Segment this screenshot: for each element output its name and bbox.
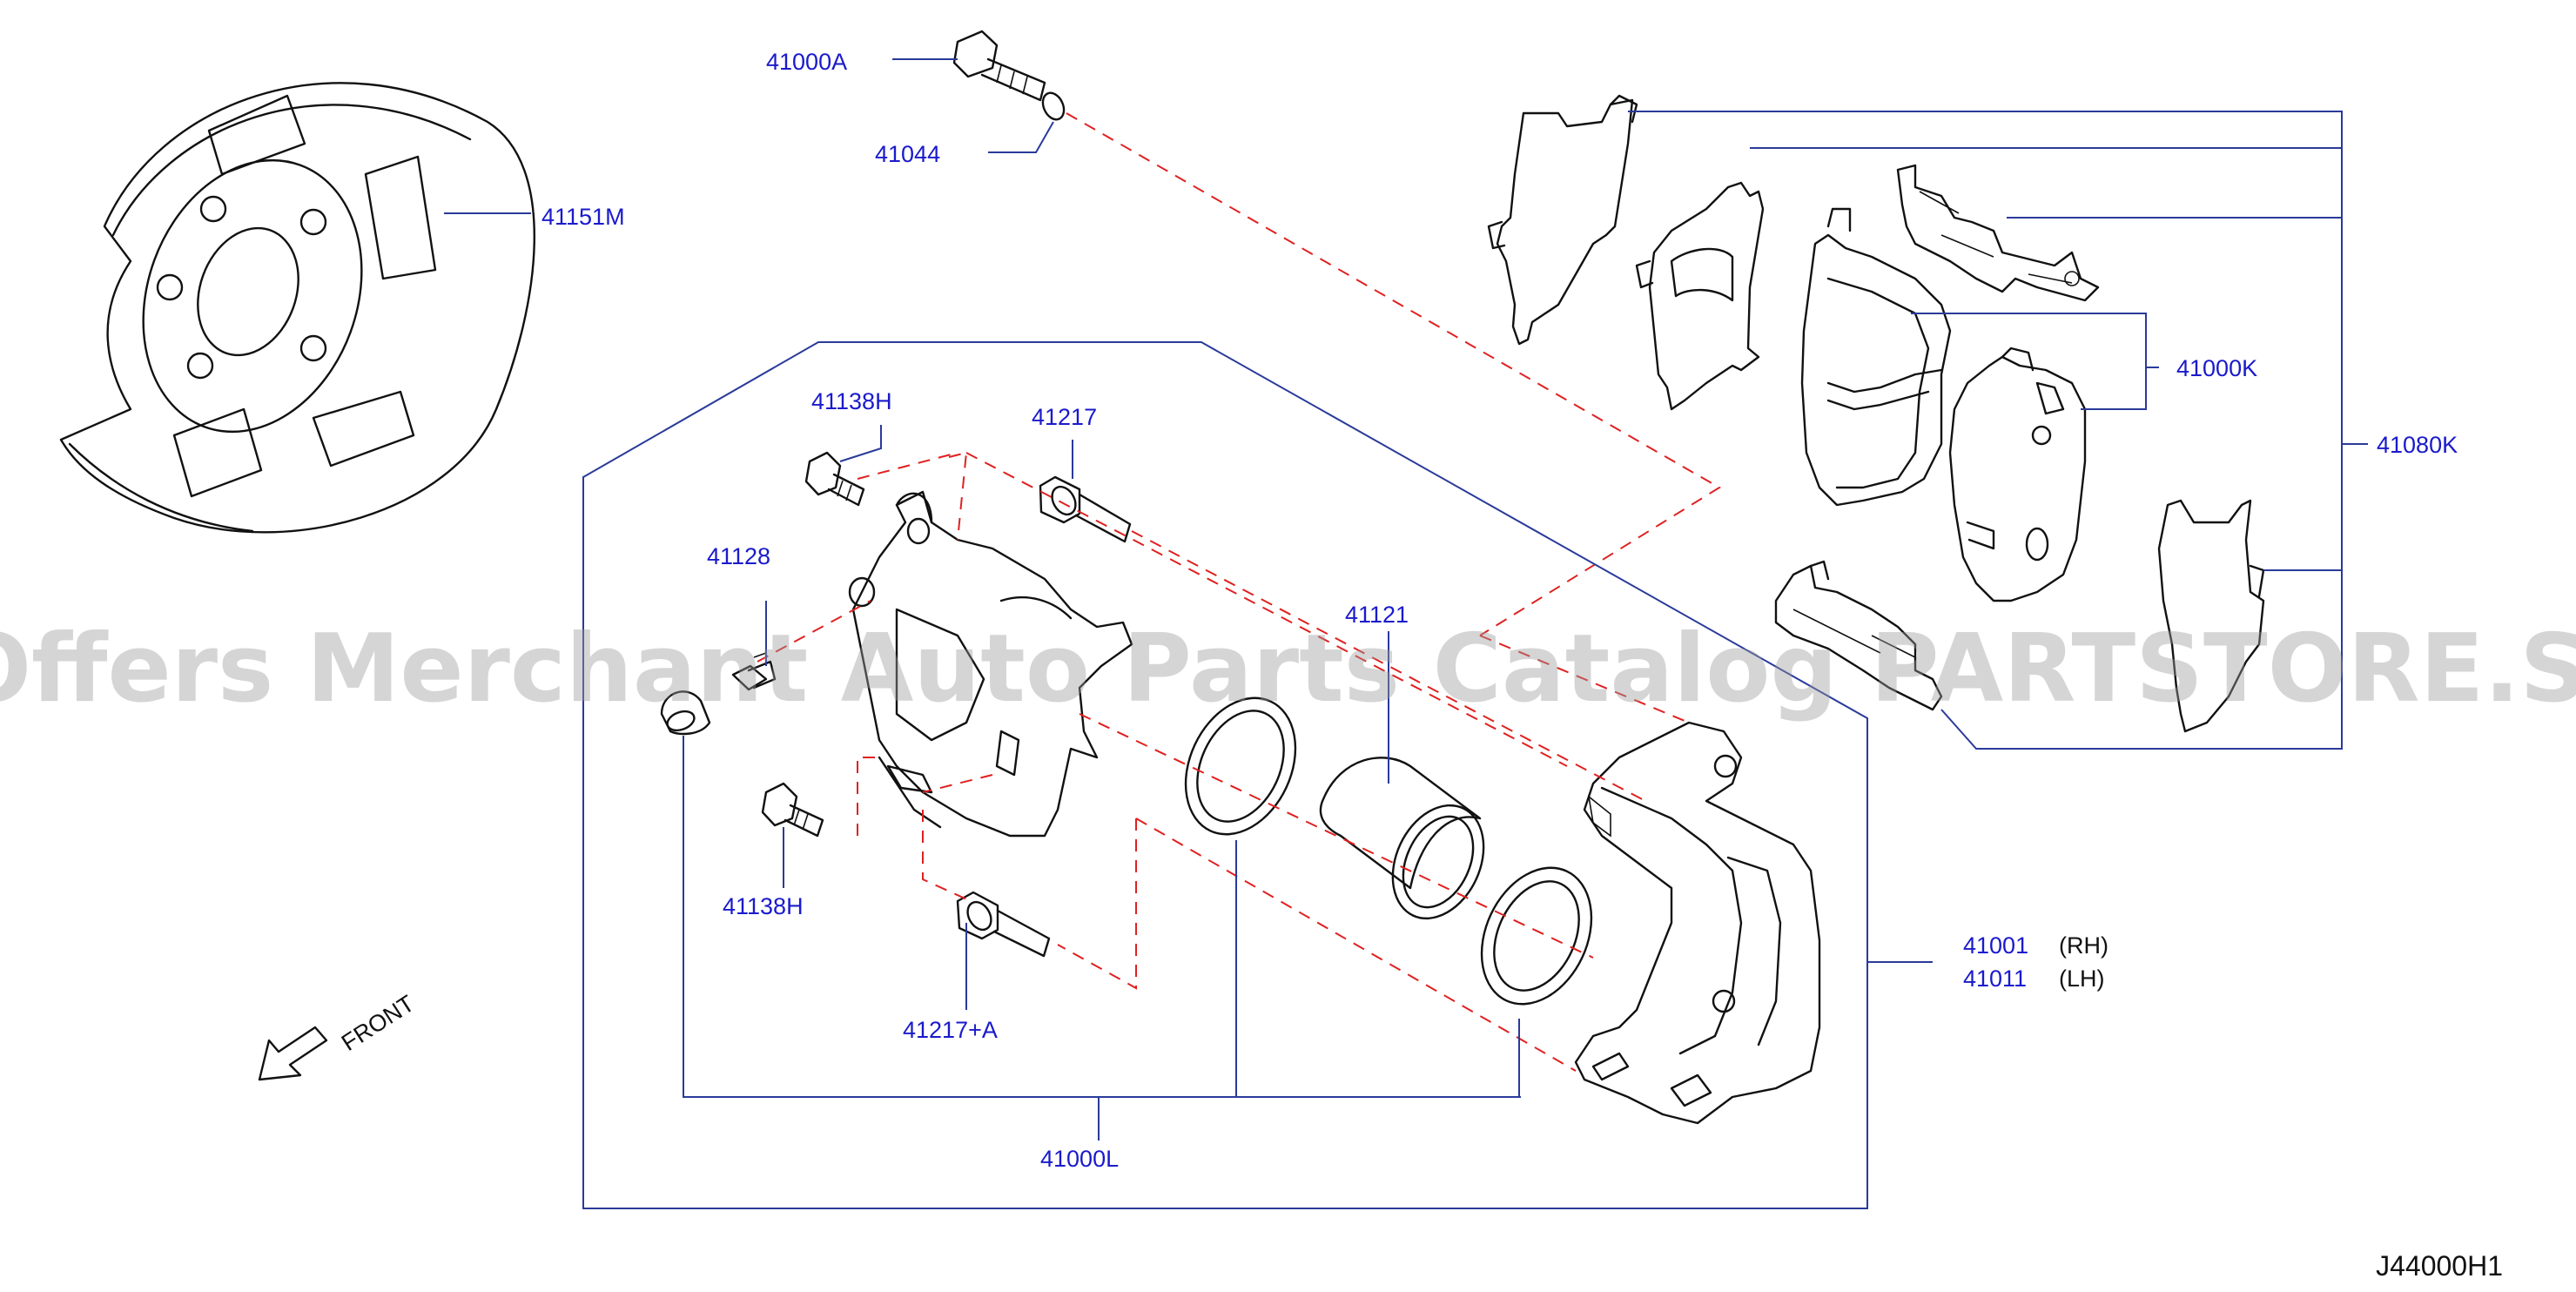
- label-41000K[interactable]: 41000K: [2176, 355, 2257, 381]
- label-rh: (RH): [2059, 932, 2109, 959]
- washer-41044[interactable]: [1039, 90, 1067, 123]
- leader-lines: [444, 58, 2368, 1209]
- piston-seal-ring[interactable]: [1165, 680, 1316, 852]
- diagram-code: J44000H1: [2376, 1250, 2503, 1282]
- watermark: Offers Merchant Auto Parts Catalog PARTS…: [0, 615, 2576, 723]
- label-41121[interactable]: 41121: [1345, 602, 1409, 628]
- label-41217[interactable]: 41217: [1032, 404, 1097, 430]
- anti-squeal-shim-outer[interactable]: [1487, 94, 1638, 346]
- front-label: FRONT: [337, 990, 419, 1056]
- front-arrow-icon: [258, 1026, 328, 1081]
- caliper-bracket-41001[interactable]: [1574, 721, 1821, 1125]
- piston-41121[interactable]: [1319, 757, 1501, 933]
- label-41151M[interactable]: 41151M: [541, 204, 625, 230]
- label-41011[interactable]: 41011: [1963, 966, 2027, 992]
- shim-with-cutout[interactable]: [1635, 181, 1765, 411]
- label-41044[interactable]: 41044: [875, 141, 940, 167]
- label-41128[interactable]: 41128: [707, 543, 770, 569]
- bolt-41138H-bottom[interactable]: [761, 782, 824, 838]
- guide-pin-41217A[interactable]: [956, 891, 1051, 958]
- label-41080K[interactable]: 41080K: [2377, 432, 2458, 458]
- label-41138H-bottom[interactable]: 41138H: [723, 893, 804, 919]
- bolt-41138H-top[interactable]: [804, 451, 865, 507]
- label-41000L[interactable]: 41000L: [1040, 1146, 1119, 1172]
- label-41001[interactable]: 41001: [1963, 932, 2028, 959]
- label-41138H-top[interactable]: 41138H: [811, 388, 892, 414]
- bolt-41000A[interactable]: [952, 30, 1046, 102]
- brake-pad-outer[interactable]: [1948, 347, 2087, 602]
- bleeder-screw-41128[interactable]: [731, 652, 777, 691]
- dust-shield-41151M[interactable]: [59, 82, 535, 534]
- label-lh: (LH): [2059, 966, 2105, 992]
- assembly-dashed-lines: [757, 112, 1721, 1072]
- label-41217A[interactable]: 41217+A: [903, 1017, 998, 1043]
- brake-pad-inner[interactable]: [1800, 207, 1952, 507]
- piston-boot-ring[interactable]: [1461, 850, 1612, 1022]
- pad-clip-lower[interactable]: [1774, 560, 1943, 711]
- caliper-body[interactable]: [848, 490, 1133, 838]
- label-41000A[interactable]: 41000A: [766, 49, 847, 75]
- bleeder-cap[interactable]: [660, 690, 711, 736]
- guide-pin-41217[interactable]: [1039, 475, 1132, 543]
- pad-clip-upper[interactable]: [1896, 164, 2100, 302]
